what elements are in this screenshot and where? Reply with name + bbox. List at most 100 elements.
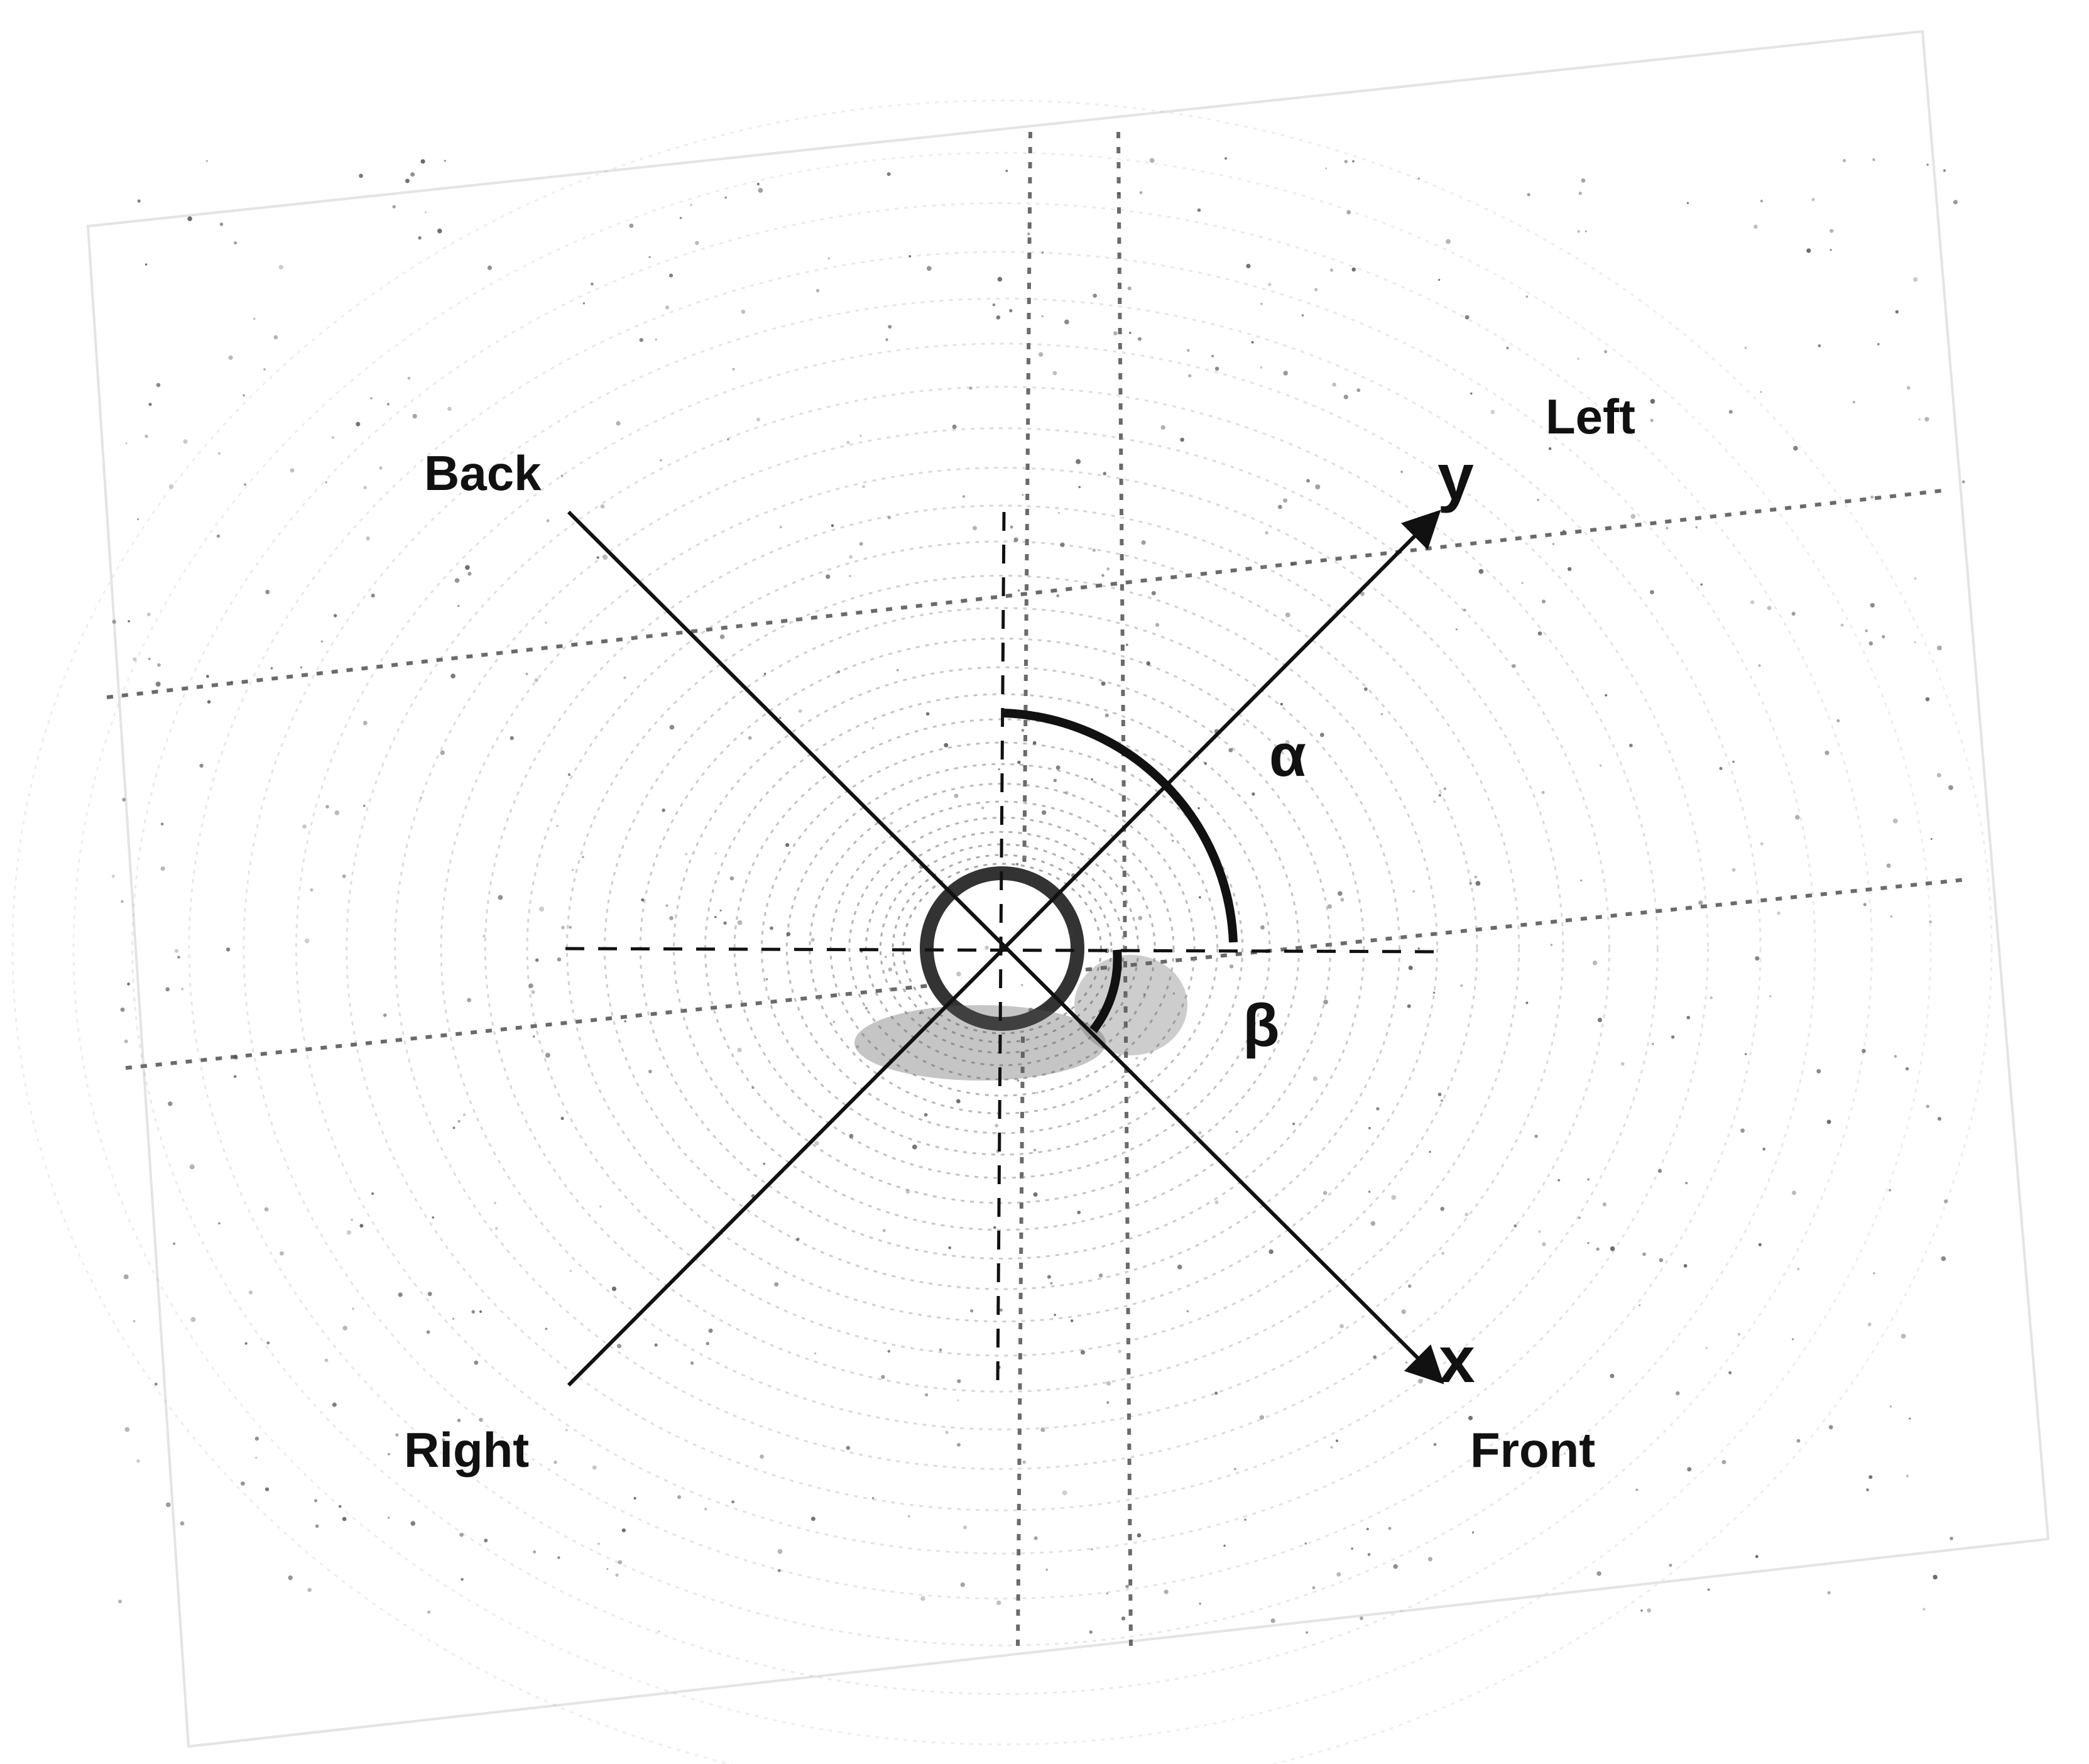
scan-point [339,1505,342,1508]
scan-point [1534,1135,1538,1138]
scan-point [1141,540,1146,545]
scan-ring [72,151,1932,1746]
scan-point [1373,1355,1377,1359]
label-front: Front [1470,1422,1595,1478]
scan-point [952,424,957,430]
scan-point [1882,635,1885,639]
scan-point [1827,1591,1831,1594]
scan-point [905,1189,910,1194]
scan-point [1818,344,1821,347]
scan-point [1304,1542,1307,1545]
scan-point [1432,991,1436,994]
scan-point [1440,1207,1444,1211]
scan-point [545,1052,550,1058]
scan-point [565,1429,568,1432]
scan-point [1671,1035,1675,1039]
scan-ring [440,467,1564,1430]
scan-point [777,1569,781,1572]
scan-point [1828,1425,1833,1430]
scan-point [426,1330,430,1334]
scan-point [1344,160,1348,163]
scan-ring [879,843,1125,1054]
scan-point [1041,315,1044,318]
scan-point [748,736,752,740]
scan-point [554,1461,557,1464]
scan-point [1863,903,1867,906]
scan-ring [346,386,1659,1511]
scan-point [125,442,128,445]
scan-point [189,1164,195,1170]
scan-ring [809,783,1196,1114]
scan-point [1121,1616,1126,1621]
scan-point [1744,346,1747,349]
scan-point [1521,582,1524,584]
scan-point [1197,807,1200,810]
scan-point [1433,800,1436,803]
scan-point [136,1459,140,1463]
scan-point [370,397,373,400]
scan-point [398,1292,403,1297]
scan-point [1925,697,1930,702]
scan-point [1728,1371,1732,1375]
label-right: Right [404,1422,529,1478]
scan-point [1705,1347,1708,1349]
scan-point [679,217,682,219]
scan-point [1117,192,1120,195]
scan-point [1953,200,1958,205]
scan-point [1017,1079,1020,1082]
scan-point [760,1454,764,1459]
scan-point [1408,966,1413,971]
scan-point [1639,1304,1641,1307]
scan-point [1793,445,1798,451]
scan-point [557,957,562,962]
scan-point [418,236,422,240]
scan-point [1937,645,1942,651]
scan-point [668,273,674,278]
scan-point [1635,1488,1639,1491]
scan-point [618,1560,623,1565]
scan-point [985,945,989,950]
scan-point [1650,418,1654,422]
scan-point [388,1516,390,1519]
scan-point [1936,773,1941,778]
beta-arc [1089,949,1122,1033]
angle-arcs [1003,709,1238,1033]
scan-point [557,1556,560,1559]
scan-point [1393,1564,1398,1569]
scan-point [452,1126,455,1130]
scan-point [1475,881,1481,886]
scan-point [582,302,586,305]
scan-point [933,903,936,906]
label-y-axis: y [1437,441,1474,514]
scan-point [1755,956,1760,961]
scan-point [1343,395,1348,400]
scan-point [534,678,538,682]
scan-ring [11,99,1993,1764]
scan-point [342,1326,347,1331]
scan-point [1744,1053,1747,1055]
scan-point [1330,1446,1333,1449]
scan-point [332,1402,337,1407]
scan-point [846,440,850,444]
scan-point [1039,352,1044,357]
scan-point [708,1328,713,1333]
scan-point [1552,543,1555,545]
scan-point [1198,1131,1202,1135]
scan-point [1889,1189,1891,1192]
scan-point [467,572,472,576]
scan-point [1080,1350,1086,1355]
scan-point [371,593,375,598]
scan-point [1407,1004,1411,1008]
scan-point [1319,732,1324,738]
scan-point [724,196,727,199]
scan-point [1446,239,1451,244]
scan-point [1391,1195,1397,1200]
scan-point [1370,1221,1376,1226]
scan-point [888,967,893,972]
scan-point [1578,1216,1581,1219]
scan-point [1244,1518,1246,1522]
scan-point [948,1246,951,1250]
scan-point [596,556,599,559]
scan-point [1852,401,1855,404]
scan-point [1604,350,1608,354]
